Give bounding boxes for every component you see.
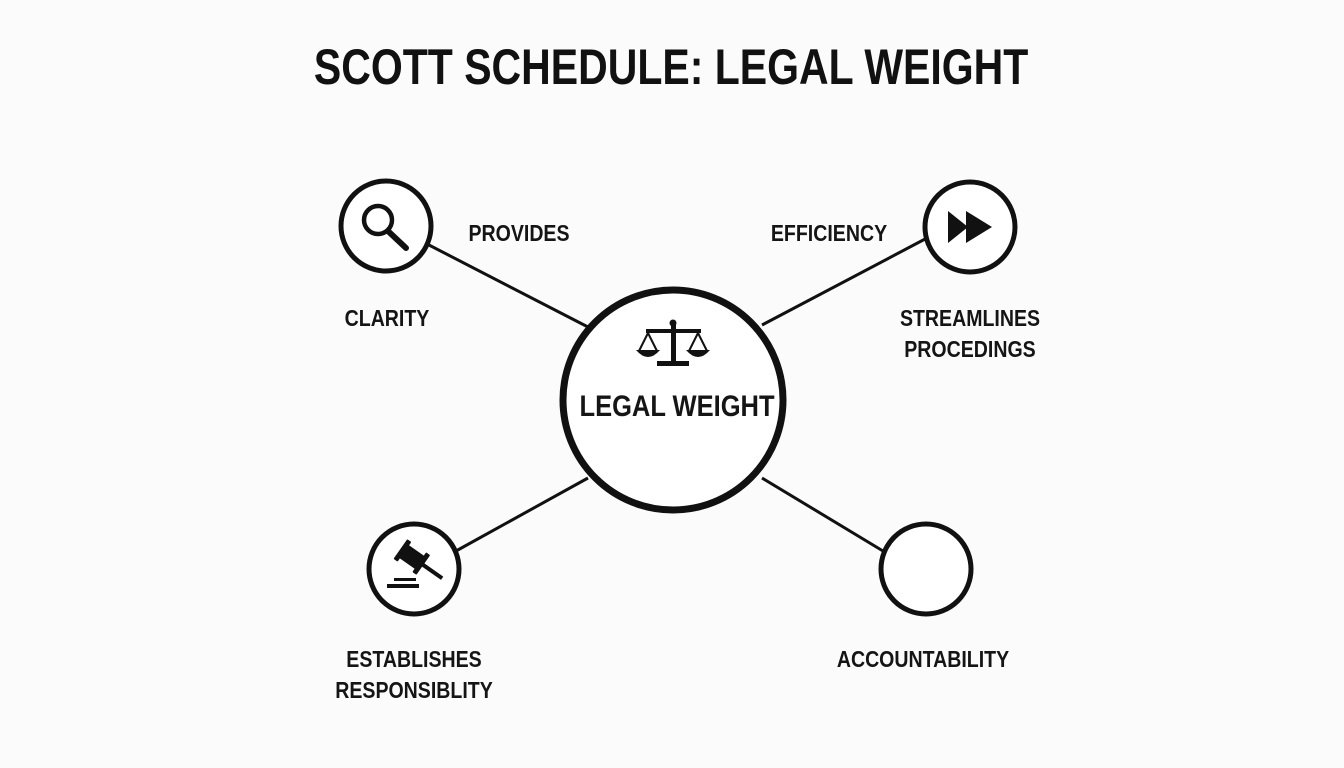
label-efficiency: EFFICIENCY xyxy=(770,220,888,246)
connector-responsibility xyxy=(455,476,589,553)
node-clarity xyxy=(338,178,434,274)
center-node xyxy=(559,286,787,514)
connector-clarity xyxy=(426,242,589,329)
label-procedings: PROCEDINGS xyxy=(904,336,1036,362)
label-streamlines: STREAMLINES xyxy=(899,305,1041,331)
label-accountability: ACCOUNTABILITY xyxy=(836,646,1010,672)
connector-lines xyxy=(426,236,928,553)
magnifying-glass-icon xyxy=(361,203,409,251)
scales-of-justice-icon xyxy=(636,319,710,366)
label-clarity: CLARITY xyxy=(344,305,430,331)
gavel-icon xyxy=(387,539,444,588)
label-provides: PROVIDES xyxy=(468,220,570,246)
center-label: LEGAL WEIGHT xyxy=(579,390,775,423)
page-title: SCOTT SCHEDULE: LEGAL WEIGHT xyxy=(313,39,1029,95)
node-accountability xyxy=(878,521,974,617)
fast-forward-icon xyxy=(948,211,992,243)
label-responsiblity: RESPONSIBLITY xyxy=(335,677,493,703)
connector-accountability xyxy=(761,476,884,553)
node-responsibility xyxy=(366,521,462,617)
node-efficiency xyxy=(922,179,1018,275)
empty-circle-icon xyxy=(878,521,974,617)
connector-efficiency xyxy=(761,236,928,327)
label-establishes: ESTABLISHES xyxy=(346,646,482,672)
